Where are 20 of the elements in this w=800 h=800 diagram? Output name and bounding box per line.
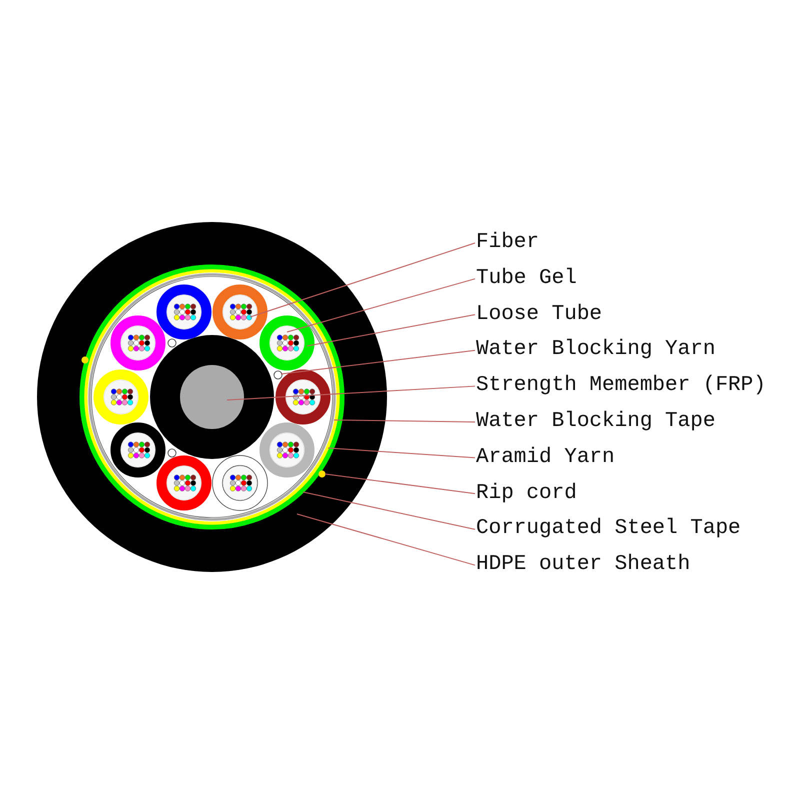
- part-label: Aramid Yarn: [476, 444, 615, 471]
- part-label: Tube Gel: [476, 266, 577, 292]
- leader-line: [280, 350, 476, 374]
- part-label: Strength Memember (FRP): [476, 373, 766, 400]
- part-label: Water Blocking Yarn: [476, 337, 716, 364]
- leader-line: [286, 278, 476, 332]
- leader-line: [296, 514, 476, 566]
- leader-line: [334, 420, 476, 422]
- part-label: Water Blocking Tape: [476, 409, 716, 435]
- leader-line: [226, 386, 476, 400]
- part-label: Rip cord: [476, 480, 577, 507]
- part-label: Loose Tube: [476, 302, 602, 328]
- part-label: Corrugated Steel Tape: [476, 516, 741, 542]
- leader-line: [306, 314, 476, 346]
- leader-line: [250, 242, 476, 318]
- part-label: HDPE outer Sheath: [476, 552, 690, 578]
- leader-line: [328, 448, 476, 458]
- leader-line: [302, 492, 476, 530]
- leader-line: [324, 474, 476, 494]
- part-label: Fiber: [476, 230, 540, 256]
